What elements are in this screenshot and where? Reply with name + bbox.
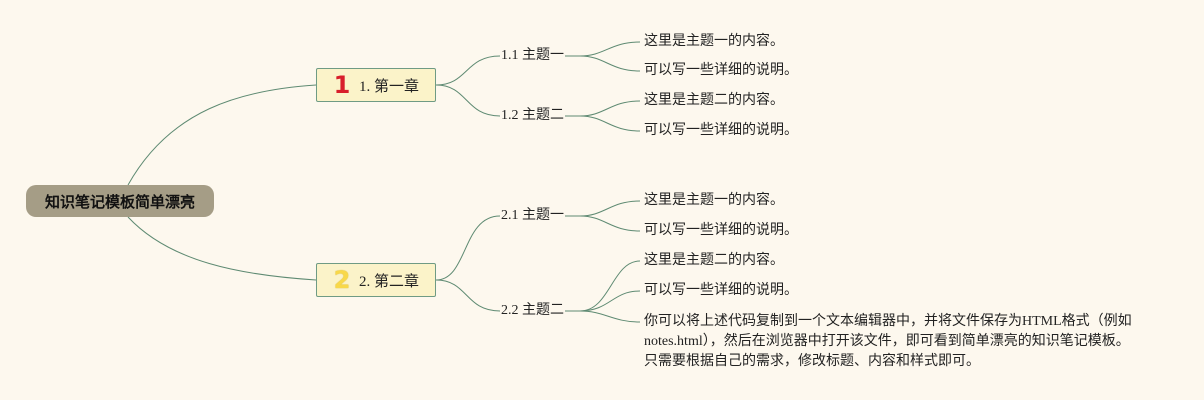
edge-chapter1-topic12	[435, 84, 501, 117]
edge-topic22-note3	[579, 310, 641, 323]
chapter-2-node[interactable]: 2 2. 第二章	[316, 263, 436, 297]
edge-chapter1-topic11	[435, 55, 501, 86]
edge-root-chapter1	[127, 84, 317, 186]
note-2-2-b[interactable]: 可以写一些详细的说明。	[644, 283, 798, 298]
note-2-1-a[interactable]: 这里是主题一的内容。	[644, 193, 784, 208]
note-1-1-a[interactable]: 这里是主题一的内容。	[644, 34, 784, 49]
number-1-badge-icon: 1	[333, 71, 351, 99]
topic-2-2[interactable]: 2.2 主题二	[501, 303, 564, 318]
edge-root-chapter2	[127, 216, 317, 281]
chapter-2-label: 2. 第二章	[359, 273, 420, 290]
edge-topic11-note2	[579, 55, 641, 72]
chapter-1-label: 1. 第一章	[359, 78, 420, 95]
root-node[interactable]: 知识笔记模板简单漂亮	[26, 185, 214, 217]
edge-topic12-note1	[579, 100, 641, 117]
topic-1-2[interactable]: 1.2 主题二	[501, 108, 564, 123]
edge-topic12-note2	[579, 115, 641, 132]
number-2-badge-icon: 2	[333, 266, 351, 294]
note-2-2-c-line-3: 只需要根据自己的需求，修改标题、内容和样式即可。	[644, 354, 980, 369]
note-2-1-b[interactable]: 可以写一些详细的说明。	[644, 223, 798, 238]
edge-chapter2-topic22	[435, 279, 501, 312]
note-2-2-c-line-2: notes.html），然后在浏览器中打开该文件，即可看到简单漂亮的知识笔记模板…	[644, 334, 1130, 349]
topic-1-1[interactable]: 1.1 主题一	[501, 48, 564, 63]
edge-topic22-note2	[579, 290, 641, 312]
edge-chapter2-topic21	[435, 215, 501, 281]
topic-2-1[interactable]: 2.1 主题一	[501, 208, 564, 223]
edge-topic11-note1	[579, 41, 641, 57]
edge-topic21-note1	[579, 200, 641, 217]
note-2-2-c[interactable]: 你可以将上述代码复制到一个文本编辑器中，并将文件保存为HTML格式（例如 not…	[644, 312, 1132, 372]
note-1-2-b[interactable]: 可以写一些详细的说明。	[644, 123, 798, 138]
edge-topic21-note2	[579, 215, 641, 232]
edge-topic22-note1	[579, 260, 641, 312]
note-2-2-a[interactable]: 这里是主题二的内容。	[644, 253, 784, 268]
note-1-1-b[interactable]: 可以写一些详细的说明。	[644, 63, 798, 78]
root-label: 知识笔记模板简单漂亮	[44, 192, 195, 211]
note-1-2-a[interactable]: 这里是主题二的内容。	[644, 93, 784, 108]
note-2-2-c-line-1: 你可以将上述代码复制到一个文本编辑器中，并将文件保存为HTML格式（例如	[644, 314, 1132, 329]
chapter-1-node[interactable]: 1 1. 第一章	[316, 68, 436, 102]
